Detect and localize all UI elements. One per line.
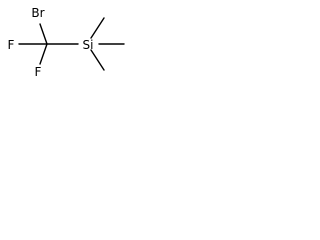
bond-c-f-bottom	[39, 43, 48, 65]
atom-si-label: Si	[83, 38, 94, 52]
chemical-structure: Br F F Si	[8, 6, 125, 79]
atom-br-label: Br	[31, 6, 44, 20]
atom-f-left-label: F	[8, 38, 15, 52]
bond-si-methyl-top	[90, 17, 105, 39]
bond-c-br	[39, 23, 48, 45]
bond-si-methyl-bottom	[90, 49, 105, 71]
atom-f-bottom-label: F	[35, 65, 42, 79]
